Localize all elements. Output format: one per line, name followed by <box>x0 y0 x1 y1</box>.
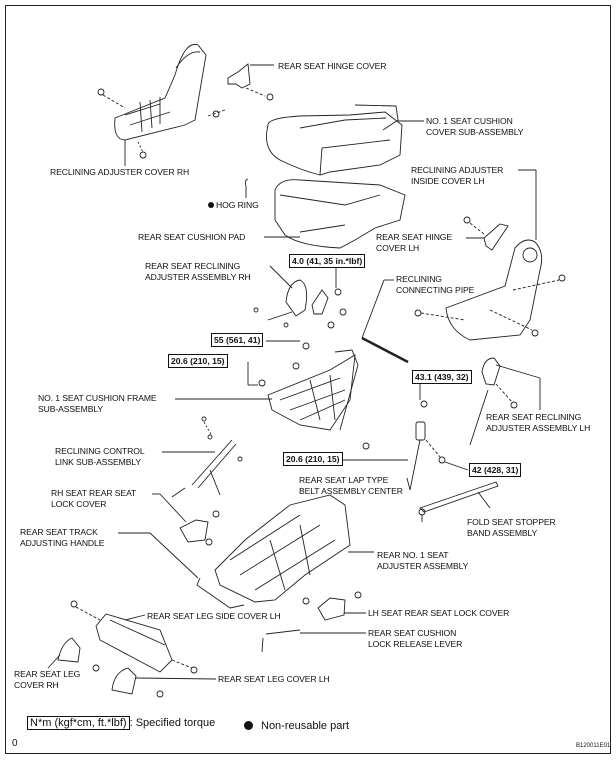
label-line: COVER RH <box>14 680 59 690</box>
diagram-frame <box>5 5 611 754</box>
label-line: REAR SEAT LEG <box>14 669 81 679</box>
label-line: BAND ASSEMBLY <box>467 528 538 538</box>
label-line: RECLINING <box>396 274 442 284</box>
label-line: REAR SEAT HINGE <box>376 232 453 242</box>
rear-seat-cushion-pad-part <box>264 179 406 249</box>
label-line: RECLINING ADJUSTER <box>411 165 504 175</box>
reclining-adjuster-assembly-rh-part <box>253 265 347 329</box>
legend-nonreusable-text: Non-reusable part <box>261 720 350 732</box>
torque-spec-box: 4.0 (41, 35 in.*lbf) <box>289 254 366 268</box>
label-line: REAR SEAT RECLINING <box>486 412 582 422</box>
torque-spec-box: 42 (428, 31) <box>469 463 522 477</box>
torque-spec-box: 43.1 (439, 32) <box>412 370 472 384</box>
torque-spec-box: 20.6 (210, 15) <box>283 452 343 466</box>
legend-torque-unit: N*m (kgf*cm, ft.*lbf) <box>27 716 130 730</box>
label-line: INSIDE COVER LH <box>411 176 485 186</box>
label-line: LOCK RELEASE LEVER <box>368 639 463 649</box>
track-adjusting-handle-part <box>118 532 245 609</box>
label-line: REAR SEAT RECLINING <box>145 261 241 271</box>
label-line: COVER LH <box>376 243 420 253</box>
figure-id: B120011E01 <box>576 743 611 749</box>
corner-mark: 0 <box>12 738 18 749</box>
label-text: HOG RING <box>216 200 259 210</box>
fold-seat-stopper-band-part <box>418 481 499 522</box>
label-line: FOLD SEAT STOPPER <box>467 517 556 527</box>
seat-cushion-cover-part <box>266 104 424 176</box>
label-rear-seat-hinge-cover: REAR SEAT HINGE COVER <box>278 61 387 71</box>
label-line: ADJUSTER ASSEMBLY LH <box>486 423 591 433</box>
legend-torque-desc: : Specified torque <box>129 717 216 729</box>
label-line: REAR NO. 1 SEAT <box>377 550 449 560</box>
label-leg-cover-lh: REAR SEAT LEG COVER LH <box>218 674 330 684</box>
label-line: ADJUSTING HANDLE <box>20 538 105 548</box>
reclining-adjuster-inside-cover-lh-part <box>414 169 566 341</box>
label-line: ADJUSTER ASSEMBLY RH <box>145 272 251 282</box>
label-lh-lock-cover: LH SEAT REAR SEAT LOCK COVER <box>368 608 510 618</box>
label-cushion-pad: REAR SEAT CUSHION PAD <box>138 232 246 242</box>
label-line: REAR SEAT LAP TYPE <box>299 475 389 485</box>
rh-seat-rear-seat-lock-cover-part <box>152 493 220 546</box>
label-reclining-adjuster-cover-rh: RECLINING ADJUSTER COVER RH <box>50 167 190 177</box>
cushion-lock-release-lever-part <box>261 629 366 653</box>
rear-seat-hinge-cover-lh-part <box>463 216 509 251</box>
label-line: RECLINING CONTROL <box>55 446 145 456</box>
label-line: LOCK COVER <box>51 499 107 509</box>
seat-adjuster-assembly-part <box>214 494 374 603</box>
non-reusable-dot-icon <box>244 721 253 730</box>
reclining-connecting-pipe-part <box>361 279 409 364</box>
torque-spec-box: 20.6 (210, 15) <box>168 354 228 368</box>
non-reusable-dot-icon <box>208 202 214 208</box>
lh-seat-rear-seat-lock-cover-part <box>302 591 366 621</box>
legend-nonreusable: Non-reusable part <box>244 720 349 732</box>
label-line: REAR SEAT CUSHION <box>368 628 457 638</box>
legend-torque: N*m (kgf*cm, ft.*lbf): Specified torque <box>27 716 216 730</box>
reclining-control-link-part <box>162 416 243 498</box>
label-line: BELT ASSEMBLY CENTER <box>299 486 403 496</box>
torque-spec-box: 55 (561, 41) <box>211 333 264 347</box>
hog-ring-part <box>244 178 249 198</box>
label-line: CONNECTING PIPE <box>396 285 475 295</box>
leg-cover-lh-part <box>92 664 217 698</box>
leg-cover-rh-part <box>47 637 81 669</box>
seat-cushion-frame-part <box>175 340 428 450</box>
label-line: NO. 1 SEAT CUSHION FRAME <box>38 393 157 403</box>
reclining-adjuster-assembly-lh-part <box>419 357 541 446</box>
label-line: SUB-ASSEMBLY <box>38 404 104 414</box>
label-line: NO. 1 SEAT CUSHION <box>426 116 513 126</box>
label-line: RH SEAT REAR SEAT <box>51 488 137 498</box>
rear-seat-hinge-cover-part <box>227 63 274 101</box>
label-line: COVER SUB-ASSEMBLY <box>426 127 524 137</box>
label-leg-side-cover-lh: REAR SEAT LEG SIDE COVER LH <box>147 611 281 621</box>
label-hog-ring: HOG RING <box>208 200 259 211</box>
label-line: LINK SUB-ASSEMBLY <box>55 457 142 467</box>
label-line: REAR SEAT TRACK <box>20 527 98 537</box>
reclining-adjuster-cover-rh-part <box>97 43 226 166</box>
leg-side-cover-lh-part <box>70 600 198 674</box>
label-line: ADJUSTER ASSEMBLY <box>377 561 469 571</box>
